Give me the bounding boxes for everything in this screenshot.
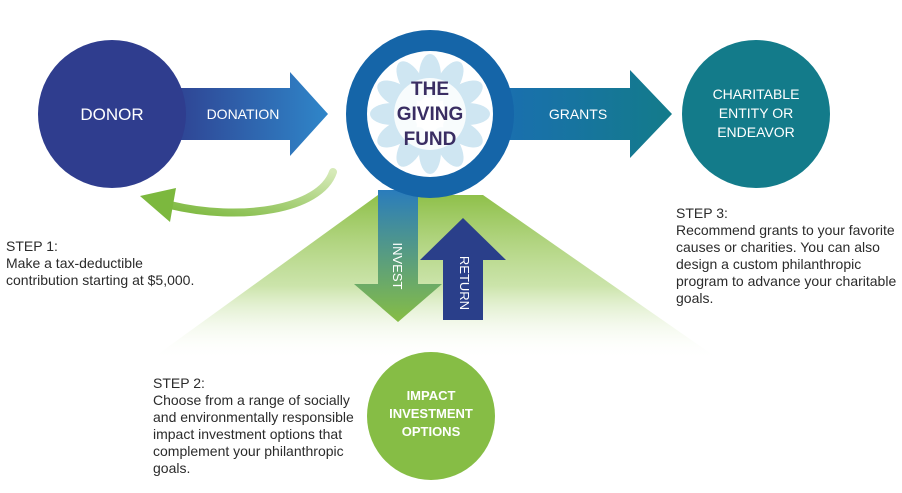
impact-line-1: IMPACT — [407, 388, 456, 403]
fund-line-3: FUND — [404, 129, 457, 150]
step-2: STEP 2: Choose from a range of socially … — [153, 375, 368, 477]
charity-line-1: CHARITABLE — [713, 86, 800, 102]
grants-label: GRANTS — [549, 106, 607, 122]
flower-center — [394, 78, 466, 150]
step-1-body: Make a tax-deductible contribution start… — [6, 255, 195, 288]
grants-arrow — [500, 70, 672, 158]
invest-arrow — [354, 190, 442, 322]
step-3: STEP 3: Recommend grants to your favorit… — [676, 205, 900, 307]
fund-line-2: GIVING — [397, 104, 464, 125]
impact-line-3: OPTIONS — [402, 424, 461, 439]
impact-line-2: INVESTMENT — [389, 406, 473, 421]
donor-label: DONOR — [80, 105, 143, 124]
step-3-title: STEP 3: — [676, 205, 728, 221]
return-label: RETURN — [457, 256, 472, 310]
charity-line-2: ENTITY OR — [719, 105, 793, 121]
invest-label: INVEST — [390, 243, 405, 290]
donation-label: DONATION — [207, 106, 280, 122]
step-1: STEP 1: Make a tax-deductible contributi… — [6, 238, 206, 289]
fund-line-1: THE — [411, 79, 449, 100]
impact-circle — [367, 352, 495, 480]
return-arrow — [420, 218, 506, 320]
charity-line-3: ENDEAVOR — [717, 124, 795, 140]
investment-cone — [150, 195, 720, 360]
curved-arrow-shaft — [166, 168, 337, 217]
donor-circle — [38, 40, 186, 188]
step-3-body: Recommend grants to your favorite causes… — [676, 222, 897, 306]
step-2-body: Choose from a range of socially and envi… — [153, 392, 354, 476]
curved-arrow-head-icon — [140, 188, 176, 222]
step-1-title: STEP 1: — [6, 238, 58, 254]
charity-circle — [682, 40, 830, 188]
step-2-title: STEP 2: — [153, 375, 205, 391]
donation-arrow — [160, 72, 328, 156]
